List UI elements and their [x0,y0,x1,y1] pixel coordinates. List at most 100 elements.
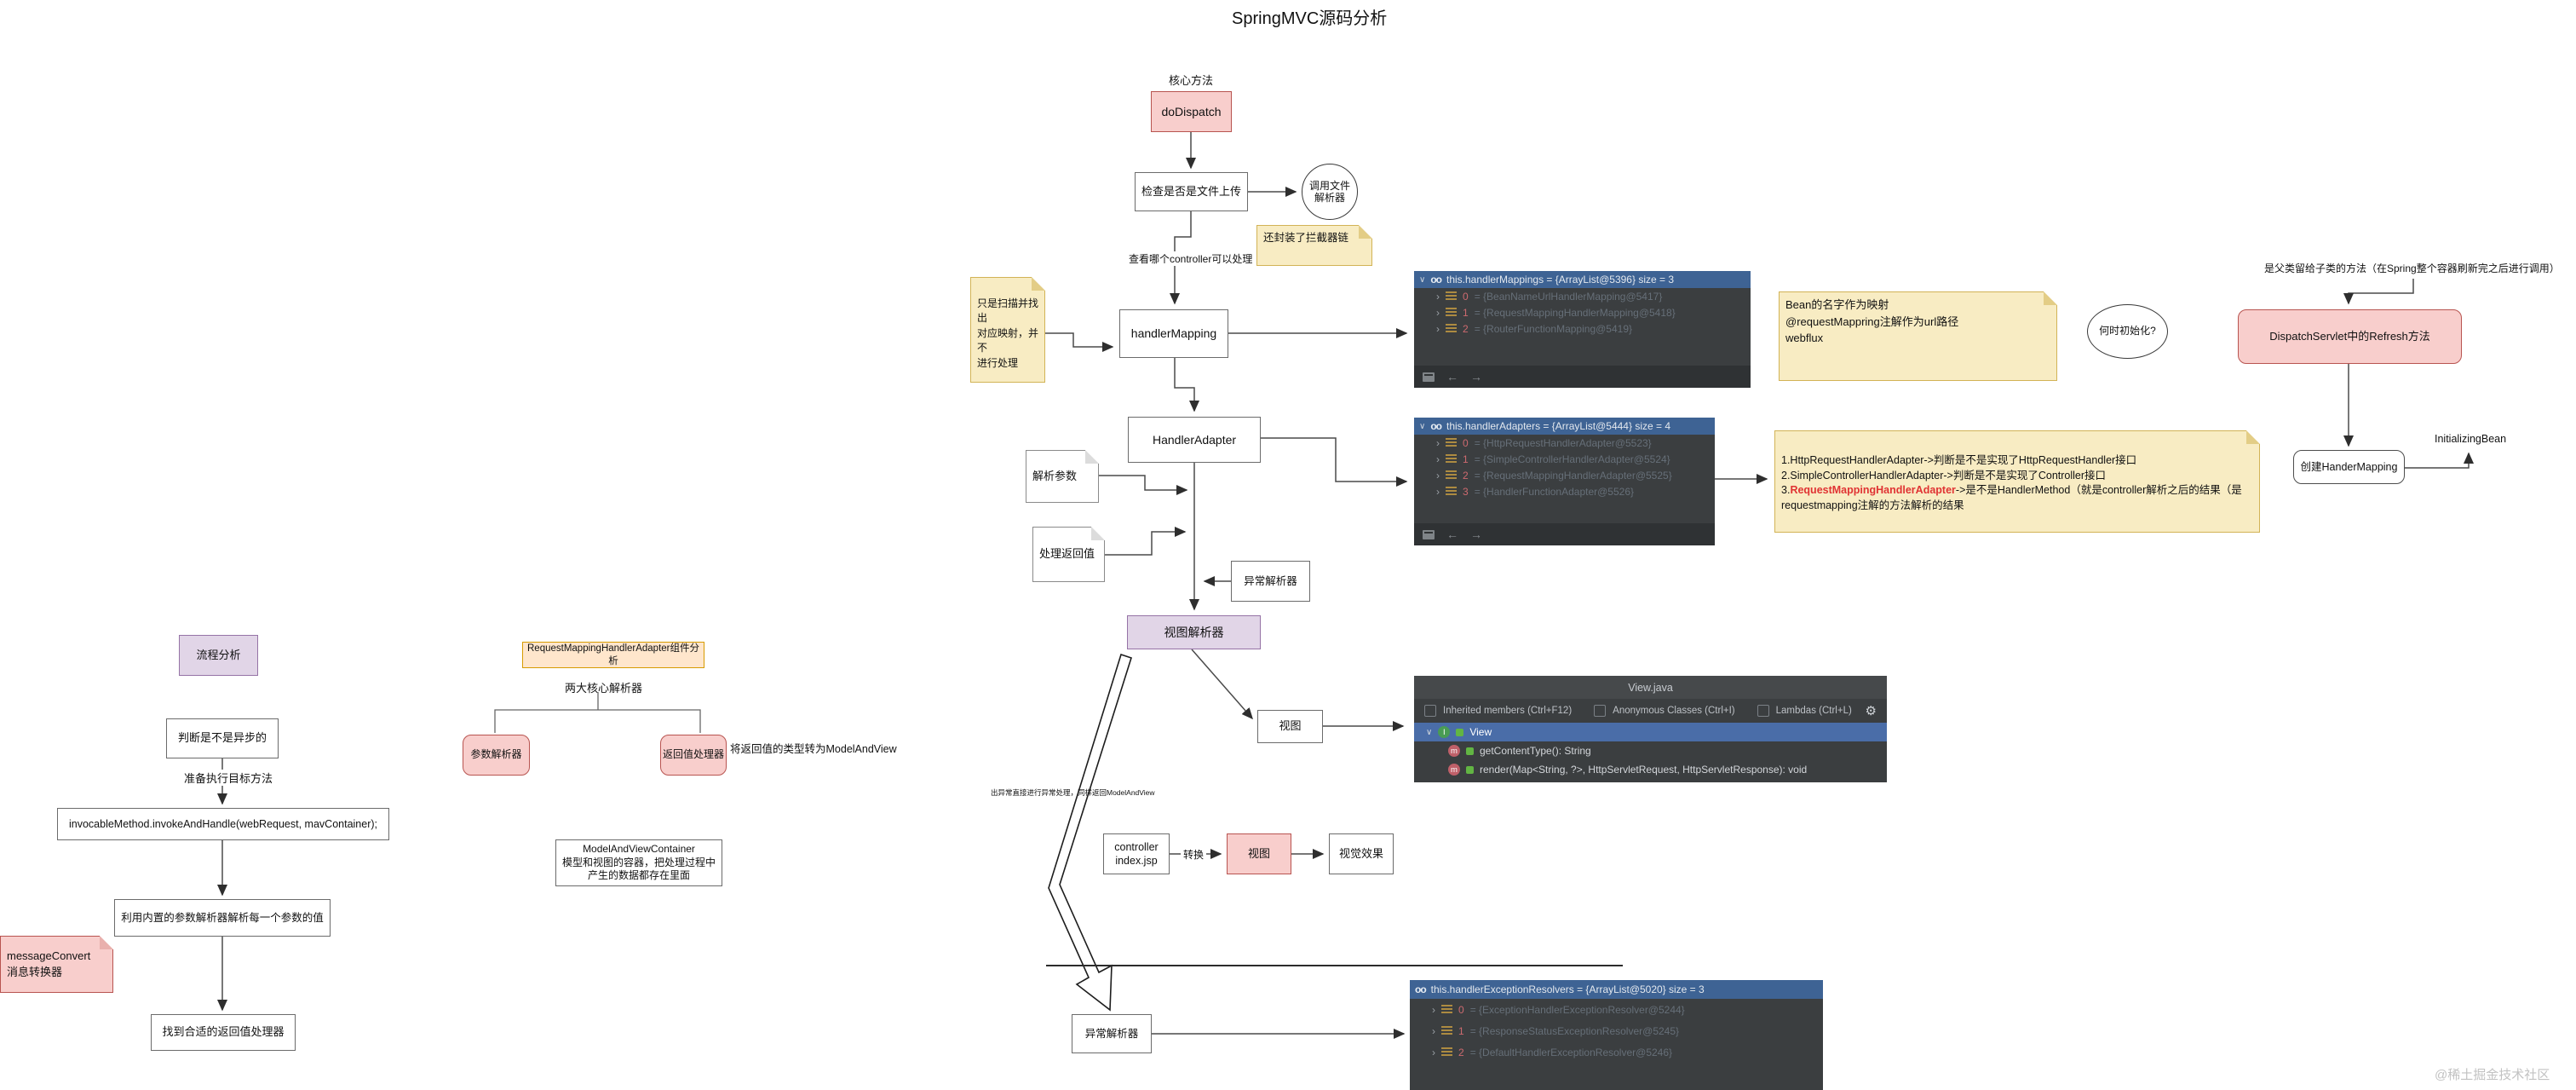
note-bean-name-mapping: Bean的名字作为映射 @requestMappring注解作为url路径 we… [1779,291,2057,381]
folder-icon[interactable] [1423,372,1435,382]
node-view-label: 视图 [1279,719,1302,733]
expand-chevron-icon[interactable]: › [1432,1046,1435,1058]
node-exception-resolver-bottom-label: 异常解析器 [1084,1027,1139,1040]
node-check-upload: 检查是否是文件上传 [1135,172,1248,211]
view-java-title-text: View.java [1628,681,1673,694]
expand-chevron-icon[interactable]: › [1436,453,1440,465]
two-resolvers-label: 两大核心解析器 [565,682,643,695]
debug-row[interactable]: › 1 = {ResponseStatusExceptionResolver@5… [1410,1020,1823,1041]
node-refresh-method: DispatchServlet中的Refresh方法 [2238,309,2462,364]
back-arrow-icon[interactable]: ← [1446,370,1458,384]
node-param-resolver: 参数解析器 [463,735,530,776]
node-visual-effect-label: 视觉效果 [1338,846,1383,860]
node-resolve-args-label: 利用内置的参数解析器解析每一个参数的值 [121,911,324,924]
method-icon: m [1448,764,1460,776]
method-icon: m [1448,745,1460,757]
collapse-chevron-icon[interactable]: ∨ [1419,421,1426,431]
debug-row[interactable]: › 2 = {RouterFunctionMapping@5419} [1414,320,1751,337]
bean-note-line1: Bean的名字作为映射 [1785,298,1889,311]
row-index: 2 [1463,469,1469,482]
core-method-label: 核心方法 [1169,74,1214,87]
scan-note-line3: 进行处理 [977,356,1019,369]
watch-glasses-icon: oo [1430,274,1442,285]
big-exception-arrow [1048,653,1132,1012]
row-value: = {ExceptionHandlerExceptionResolver@524… [1469,1003,1685,1016]
debug-row[interactable]: › 0 = {ExceptionHandlerExceptionResolver… [1410,999,1823,1020]
view-java-popup: View.java Inherited members (Ctrl+F12) A… [1414,676,1887,782]
expand-chevron-icon[interactable]: › [1436,306,1440,319]
expand-chevron-icon[interactable]: › [1436,322,1440,335]
debug-row[interactable]: › 1 = {SimpleControllerHandlerAdapter@55… [1414,451,1715,467]
list-item-icon [1446,291,1457,301]
expand-chevron-icon[interactable]: › [1436,469,1440,482]
debug-row[interactable]: › 2 = {DefaultHandlerExceptionResolver@5… [1410,1041,1823,1063]
adapter-note-line3-post: ->是不是HandlerMethod（就是controller解析之后的结果（是… [1781,484,2242,511]
debug-header-text: this.handlerMappings = {ArrayList@5396} … [1446,274,1675,285]
mav-container-line3: 产生的数据都存在里面 [587,869,690,882]
node-do-dispatch: doDispatch [1151,91,1232,132]
list-item-icon [1446,438,1457,447]
debug-panel-toolbar: ← → [1414,366,1751,388]
list-item-icon [1441,1026,1452,1035]
node-invoke-and-handle-label: invocableMethod.invokeAndHandle(webReque… [68,817,377,830]
expand-chevron-icon[interactable]: › [1436,436,1440,449]
lambdas-checkbox[interactable] [1757,705,1769,717]
class-row-view[interactable]: ∨ I View [1414,723,1887,741]
node-handler-mapping: handlerMapping [1119,309,1228,358]
list-item-icon [1441,1005,1452,1014]
message-convert-line1: messageConvert [7,949,91,962]
node-handler-mapping-label: handlerMapping [1130,326,1217,341]
debug-row[interactable]: › 2 = {RequestMappingHandlerAdapter@5525… [1414,467,1715,483]
list-item-icon [1446,308,1457,317]
method-row[interactable]: m getContentType(): String [1414,741,1887,760]
row-index: 2 [1463,322,1469,335]
expand-chevron-icon[interactable]: › [1436,290,1440,303]
collapse-chevron-icon[interactable]: ∨ [1426,727,1433,737]
adapter-note-line3-pre: 3. [1781,484,1791,496]
debug-row[interactable]: › 0 = {HttpRequestHandlerAdapter@5523} [1414,435,1715,451]
anonymous-classes-checkbox[interactable] [1594,705,1607,717]
forward-arrow-icon[interactable]: → [1470,370,1482,384]
list-item-icon [1446,454,1457,464]
forward-arrow-icon[interactable]: → [1470,528,1482,541]
back-arrow-icon[interactable]: ← [1446,528,1458,541]
node-view-resolver: 视图解析器 [1127,615,1261,649]
debug-panel-handler-adapters: ∨ oo this.handlerAdapters = {ArrayList@5… [1414,418,1715,545]
row-index: 3 [1463,485,1469,498]
node-create-handler-mapping-label: 创建HanderMapping [2300,460,2398,473]
row-value: = {SimpleControllerHandlerAdapter@5524} [1474,453,1670,465]
debug-row[interactable]: › 3 = {HandlerFunctionAdapter@5526} [1414,483,1715,499]
interface-icon: I [1438,726,1451,738]
expand-chevron-icon[interactable]: › [1436,485,1440,498]
debug-row[interactable]: › 1 = {RequestMappingHandlerMapping@5418… [1414,304,1751,320]
watch-glasses-icon: oo [1430,420,1442,432]
controller-question-label: 查看哪个controller可以处理 [1126,251,1256,266]
anonymous-classes-label: Anonymous Classes (Ctrl+I) [1613,706,1735,716]
node-view: 视图 [1257,710,1323,743]
node-view-pink: 视图 [1227,833,1291,874]
node-handler-adapter: HandlerAdapter [1128,417,1261,463]
node-process-analysis-label: 流程分析 [196,648,241,661]
folder-icon[interactable] [1423,529,1435,539]
view-java-filter-bar: Inherited members (Ctrl+F12) Anonymous C… [1414,699,1887,723]
parent-class-note-label: 是父类留给子类的方法（在Spring整个容器刷新完之后进行调用） [2264,262,2560,274]
expand-chevron-icon[interactable]: › [1432,1003,1435,1016]
gear-icon[interactable]: ⚙ [1865,704,1877,718]
list-item-icon [1446,470,1457,480]
debug-row[interactable]: › 0 = {BeanNameUrlHandlerMapping@5417} [1414,288,1751,304]
scan-note-line2: 对应映射，并不 [977,326,1039,355]
scan-note-line1: 只是扫描并找出 [977,297,1039,325]
note-message-convert: messageConvert 消息转换器 [0,936,113,993]
controller-line1: controller [1114,840,1159,853]
collapse-chevron-icon[interactable]: ∨ [1419,274,1426,285]
node-return-handler-label: 返回值处理器 [662,748,724,761]
method-row[interactable]: m render(Map<String, ?>, HttpServletRequ… [1414,760,1887,779]
node-view-pink-label: 视图 [1247,846,1270,860]
expand-chevron-icon[interactable]: › [1432,1024,1435,1037]
inherited-members-checkbox[interactable] [1424,705,1436,717]
row-index: 0 [1463,436,1469,449]
note-interceptor-chain: 还封装了拦截器链 [1256,225,1372,266]
node-adapter-analysis-title-label: RequestMappingHandlerAdapter组件分析 [527,643,699,666]
node-find-return-handler: 找到合适的返回值处理器 [151,1014,296,1051]
